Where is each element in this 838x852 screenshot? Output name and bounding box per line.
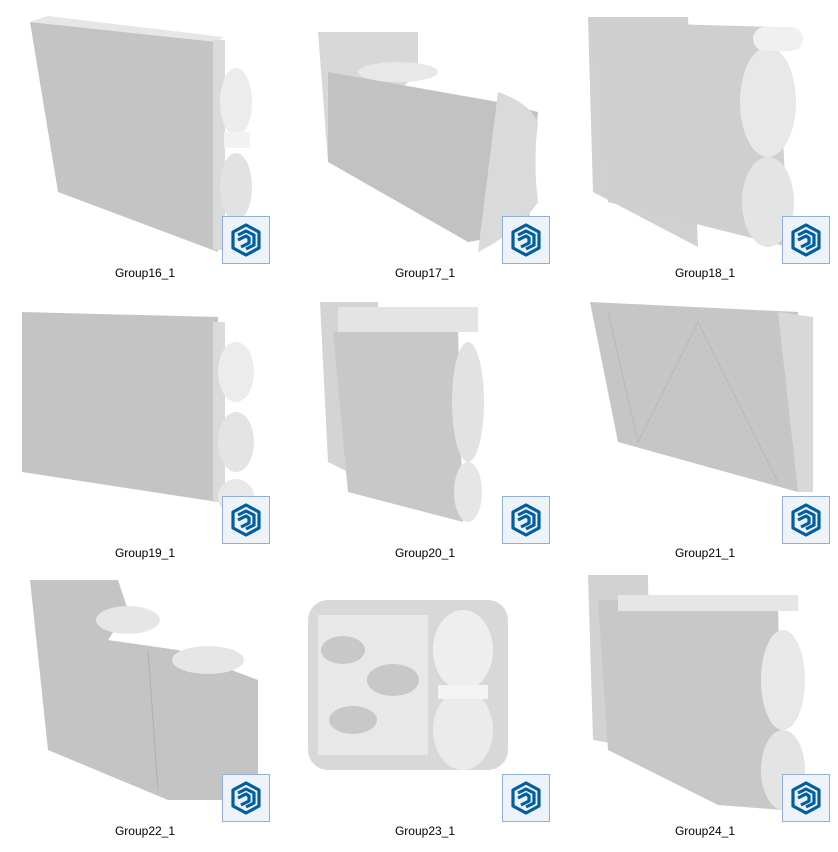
sketchup-file-icon <box>222 496 270 544</box>
sketchup-file-icon <box>782 216 830 264</box>
model-thumbnail <box>298 292 554 548</box>
file-item-group23_1[interactable]: Group23_1 <box>290 562 560 842</box>
sketchup-file-icon <box>502 216 550 264</box>
sketchup-file-icon <box>782 774 830 822</box>
file-item-group17_1[interactable]: Group17_1 <box>290 4 560 284</box>
model-thumbnail <box>18 570 274 826</box>
sketchup-file-icon <box>222 774 270 822</box>
sketchup-file-icon <box>222 216 270 264</box>
model-thumbnail <box>578 292 834 548</box>
model-thumbnail <box>18 292 274 548</box>
file-item-group19_1[interactable]: Group19_1 <box>10 284 280 564</box>
file-name: Group22_1 <box>114 824 176 838</box>
file-name: Group20_1 <box>394 546 456 560</box>
model-thumbnail <box>298 570 554 826</box>
file-item-group21_1[interactable]: Group21_1 <box>570 284 838 564</box>
file-name: Group23_1 <box>394 824 456 838</box>
file-name: Group21_1 <box>674 546 736 560</box>
file-item-group22_1[interactable]: Group22_1 <box>10 562 280 842</box>
file-item-group20_1[interactable]: Group20_1 <box>290 284 560 564</box>
sketchup-file-icon <box>502 774 550 822</box>
sketchup-file-icon <box>502 496 550 544</box>
file-item-group16_1[interactable]: Group16_1 <box>10 4 280 284</box>
model-thumbnail <box>578 12 834 268</box>
file-name: Group24_1 <box>674 824 736 838</box>
model-thumbnail <box>578 570 834 826</box>
file-name: Group18_1 <box>674 266 736 280</box>
file-item-group24_1[interactable]: Group24_1 <box>570 562 838 842</box>
model-thumbnail <box>18 12 274 268</box>
file-name: Group17_1 <box>394 266 456 280</box>
file-name: Group16_1 <box>114 266 176 280</box>
file-name: Group19_1 <box>114 546 176 560</box>
sketchup-file-icon <box>782 496 830 544</box>
model-thumbnail <box>298 12 554 268</box>
file-item-group18_1[interactable]: Group18_1 <box>570 4 838 284</box>
